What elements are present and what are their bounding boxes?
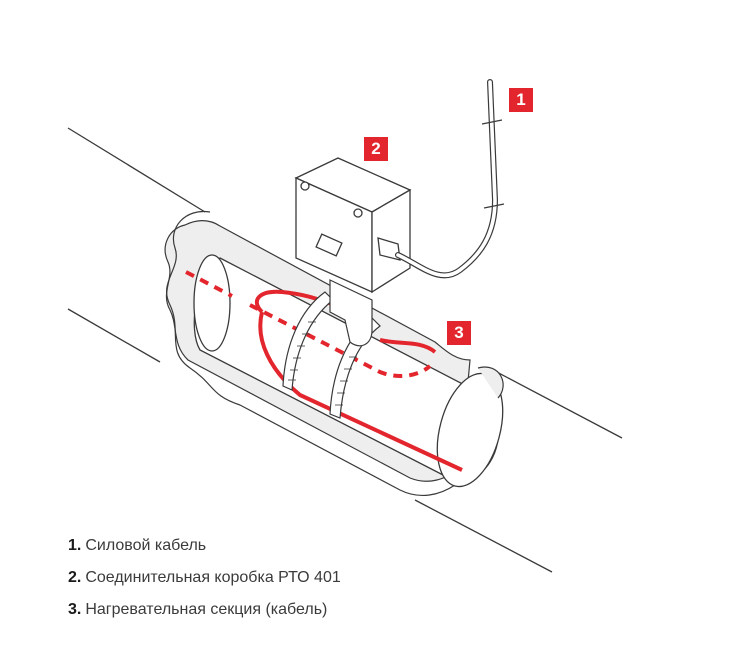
callout-badge-3: 3	[447, 321, 471, 345]
legend-text: Нагревательная секция (кабель)	[85, 601, 328, 618]
legend-number: 2.	[68, 569, 82, 586]
mounting-bracket	[329, 279, 373, 347]
power-cable	[395, 79, 499, 279]
insulation-edge	[166, 210, 456, 497]
legend-number: 1.	[68, 537, 82, 554]
pipe-left-end	[193, 254, 231, 352]
legend: 1.Силовой кабель 2.Соединительная коробк…	[68, 536, 341, 632]
legend-number: 3.	[68, 601, 82, 618]
pipe	[67, 127, 623, 573]
legend-item-1: 1.Силовой кабель	[68, 536, 341, 568]
callout-badge-1: 1	[509, 88, 533, 112]
legend-text: Силовой кабель	[85, 537, 207, 554]
heating-cable	[185, 270, 463, 472]
legend-item-2: 2.Соединительная коробка РТО 401	[68, 568, 341, 600]
legend-text: Соединительная коробка РТО 401	[85, 569, 341, 586]
callout-badge-2: 2	[364, 137, 388, 161]
junction-box	[294, 157, 412, 294]
legend-item-3: 3.Нагревательная секция (кабель)	[68, 600, 341, 632]
